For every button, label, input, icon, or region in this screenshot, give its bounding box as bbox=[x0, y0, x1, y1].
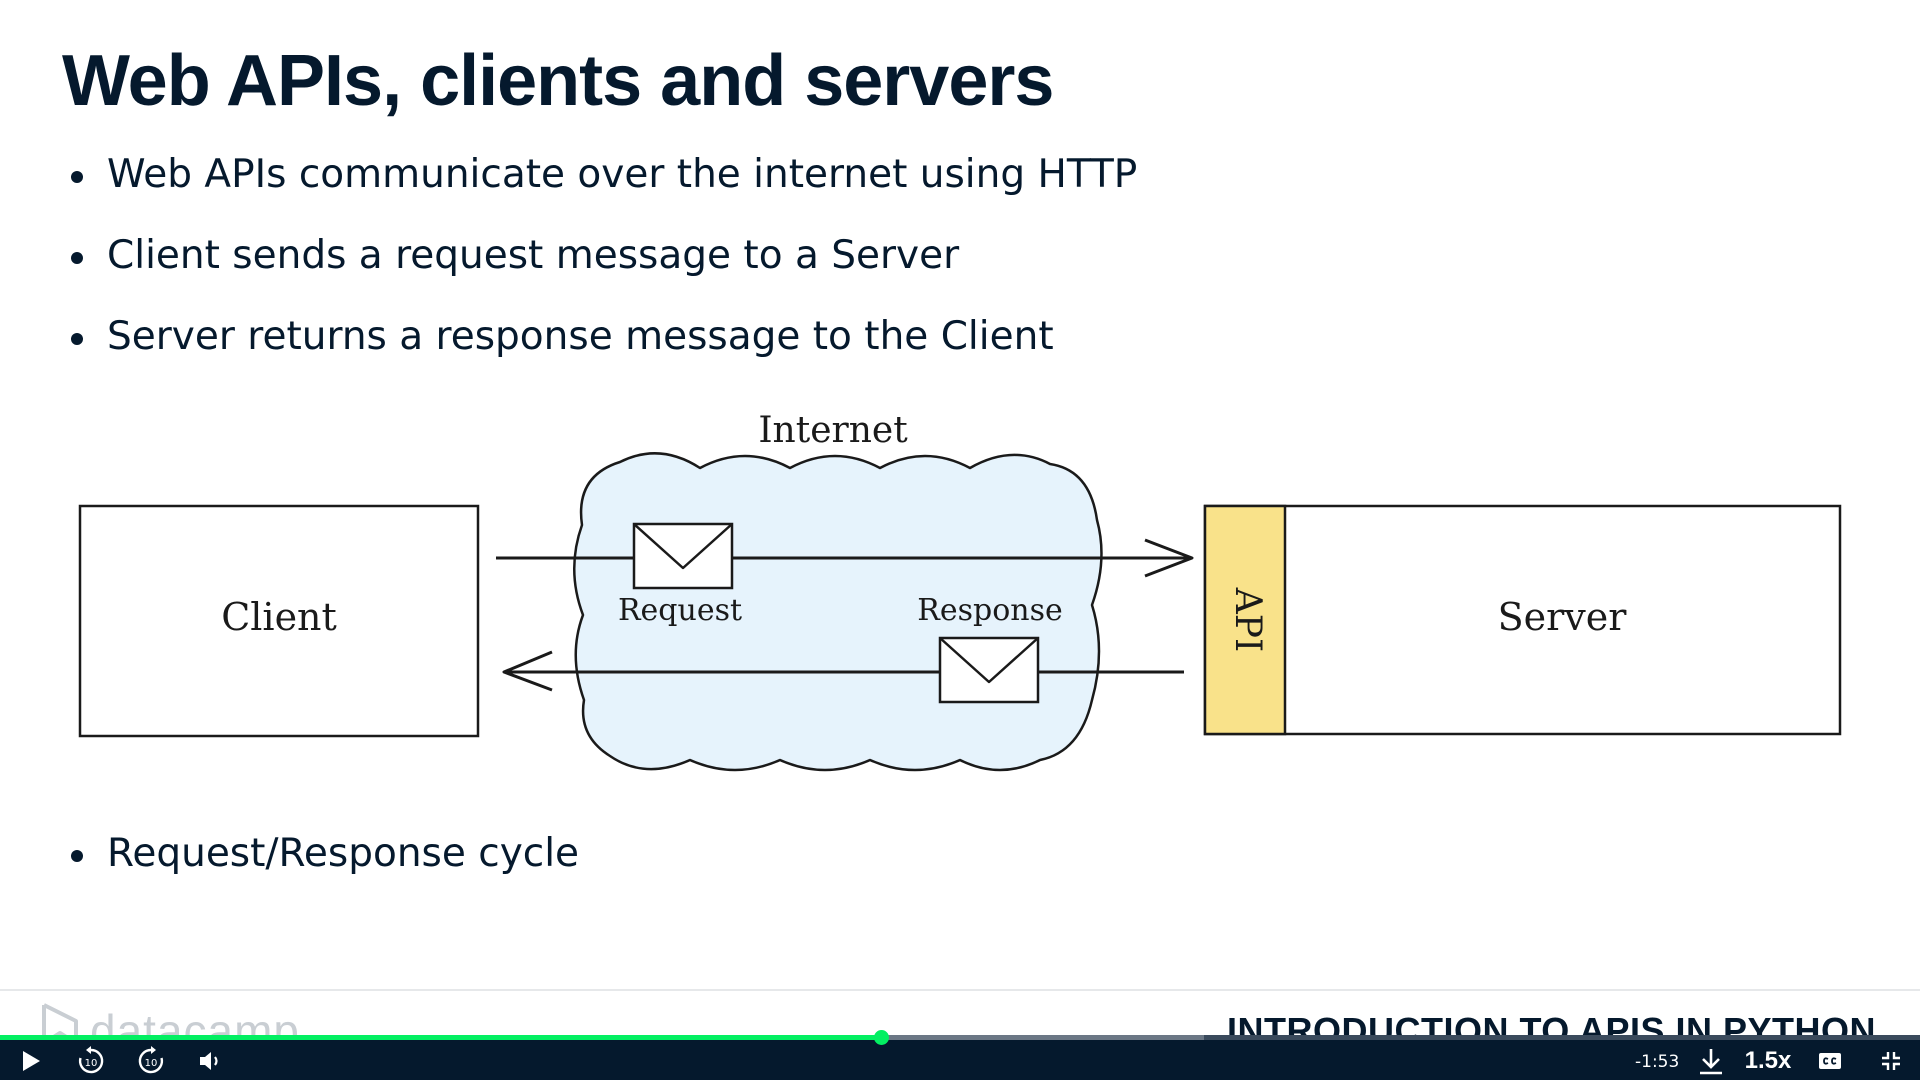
response-label: Response bbox=[917, 593, 1062, 628]
api-label: API bbox=[1227, 587, 1268, 652]
forward-10-icon: 10 bbox=[138, 1046, 164, 1074]
progress-scrubber-handle[interactable] bbox=[874, 1030, 890, 1045]
time-remaining: -1:53 bbox=[1635, 1052, 1680, 1072]
volume-button[interactable] bbox=[196, 1046, 226, 1076]
forward-10-button[interactable]: 10 bbox=[134, 1046, 168, 1076]
play-icon bbox=[23, 1051, 40, 1071]
bullet-item: Server returns a response message to the… bbox=[0, 296, 1137, 377]
envelope-icon bbox=[632, 522, 734, 590]
course-title: INTRODUCTION TO APIS IN PYTHON bbox=[1226, 1010, 1876, 1035]
exit-fullscreen-button[interactable] bbox=[1876, 1046, 1906, 1076]
footer-divider bbox=[0, 989, 1920, 991]
bullet-item: Web APIs communicate over the internet u… bbox=[0, 134, 1137, 215]
api-strip bbox=[1203, 504, 1287, 736]
logo-icon bbox=[42, 1003, 78, 1035]
rewind-10-button[interactable]: 10 bbox=[74, 1046, 108, 1076]
internet-label: Internet bbox=[758, 410, 908, 451]
slide: Web APIs, clients and servers Web APIs c… bbox=[0, 41, 1920, 1035]
progress-bar[interactable] bbox=[0, 1030, 1920, 1045]
bullet-list-bottom: Request/Response cycle bbox=[0, 813, 579, 894]
envelope-icon bbox=[938, 636, 1040, 704]
playback-speed-button[interactable]: 1.5x bbox=[1744, 1047, 1792, 1074]
progress-played bbox=[0, 1035, 882, 1040]
brand-logo: datacamp bbox=[40, 1003, 340, 1035]
request-label: Request bbox=[618, 593, 742, 628]
client-label: Client bbox=[221, 595, 337, 639]
response-arrowhead bbox=[502, 650, 553, 692]
exit-fullscreen-icon bbox=[1882, 1052, 1900, 1070]
volume-icon bbox=[200, 1052, 218, 1070]
play-button[interactable] bbox=[16, 1046, 46, 1076]
slide-title: Web APIs, clients and servers bbox=[62, 41, 1054, 121]
request-arrowhead bbox=[1144, 538, 1194, 578]
server-label: Server bbox=[1498, 595, 1628, 639]
request-response-diagram: Client API Server Internet Request Respo… bbox=[78, 410, 1842, 772]
download-icon bbox=[1700, 1049, 1722, 1075]
svg-text:10: 10 bbox=[145, 1058, 158, 1069]
svg-text:10: 10 bbox=[85, 1058, 98, 1069]
brand-name: datacamp bbox=[90, 1005, 301, 1035]
client-box bbox=[78, 504, 480, 738]
bullet-list-top: Web APIs communicate over the internet u… bbox=[0, 134, 1137, 377]
captions-icon bbox=[1819, 1053, 1841, 1069]
download-button[interactable] bbox=[1696, 1046, 1726, 1076]
rewind-10-icon: 10 bbox=[78, 1046, 104, 1074]
bullet-item: Client sends a request message to a Serv… bbox=[0, 215, 1137, 296]
video-player-bar: 10 10 -1:53 1.5x bbox=[0, 1030, 1920, 1080]
captions-button[interactable] bbox=[1815, 1046, 1845, 1076]
bullet-item: Request/Response cycle bbox=[0, 813, 579, 894]
